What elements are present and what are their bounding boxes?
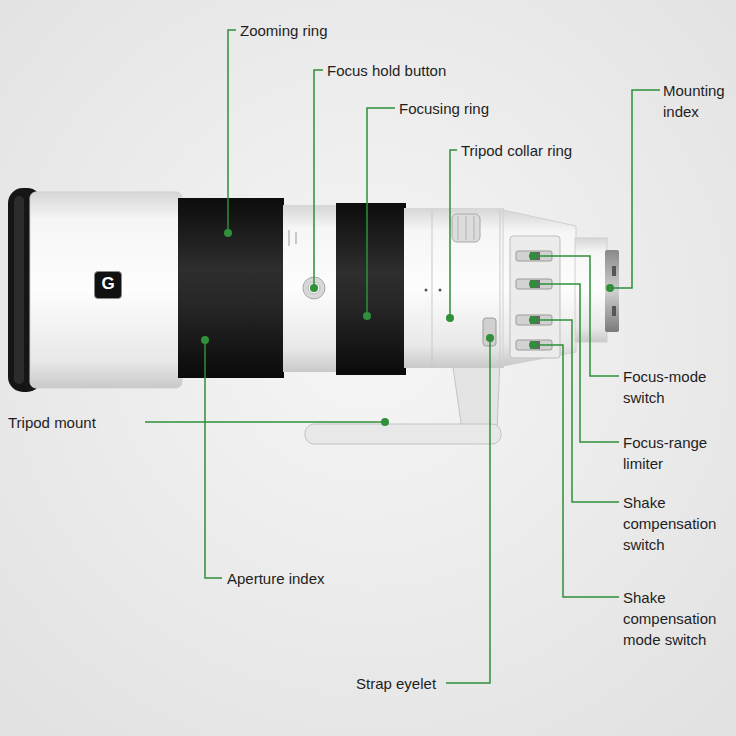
leader-line — [367, 108, 395, 316]
tripod-foot-column — [452, 360, 500, 430]
part-label: Shake compensation switch — [623, 492, 733, 555]
part-label: Tripod collar ring — [461, 140, 611, 161]
part-label: Focus-range limiter — [623, 432, 733, 474]
leader-line — [205, 340, 222, 578]
leader-dot — [606, 284, 614, 292]
collar-dot — [425, 289, 428, 292]
zoom-ring — [178, 198, 284, 378]
leader-dot — [446, 314, 454, 322]
brand-badge: G — [94, 271, 122, 299]
leader-dot — [201, 336, 209, 344]
leader-line — [446, 338, 490, 683]
part-label: Aperture index — [227, 568, 357, 589]
leader-line — [533, 320, 619, 502]
knob-ridge — [466, 216, 467, 240]
strap-eyelet — [483, 318, 496, 346]
leader-dot — [310, 284, 318, 292]
leader-line — [145, 421, 385, 423]
scale-mark — [289, 230, 290, 246]
part-label: Shake compensation mode switch — [623, 587, 733, 650]
leader-dot — [381, 418, 389, 426]
lens-mount — [605, 250, 619, 332]
leader-dot — [224, 229, 232, 237]
part-label: Focus hold button — [327, 60, 477, 81]
switch-barrel — [503, 210, 576, 366]
collar-edge — [432, 210, 433, 366]
leader-dot — [363, 312, 371, 320]
collar-dot — [439, 289, 442, 292]
leader-line — [450, 150, 457, 318]
leader-line — [228, 30, 236, 233]
leader-dot — [486, 334, 494, 342]
leader-line — [314, 70, 323, 288]
part-label: Zooming ring — [240, 20, 360, 41]
part-label: Tripod mount — [8, 412, 138, 433]
leader-line — [533, 256, 619, 376]
front-barrel — [30, 192, 182, 388]
mount-notch — [612, 266, 616, 276]
mount-notch — [612, 306, 616, 316]
mid-barrel — [283, 205, 337, 372]
leader-dot — [529, 316, 537, 324]
leader-line — [533, 345, 619, 597]
tripod-foot-plate — [305, 424, 501, 444]
leader-line — [533, 284, 619, 442]
part-label: Focusing ring — [399, 98, 519, 119]
scale-mark — [296, 232, 297, 244]
collar-edge — [500, 210, 501, 366]
leader-dot — [529, 252, 537, 260]
part-label: Focus-mode switch — [623, 366, 733, 408]
leader-line — [610, 90, 660, 288]
part-label: Mounting index — [663, 80, 733, 122]
collar-knob — [452, 214, 480, 242]
collar-barrel — [404, 208, 504, 368]
switch-panel — [510, 236, 560, 358]
knob-ridge — [474, 216, 475, 240]
leader-dot — [529, 341, 537, 349]
leader-dot — [529, 280, 537, 288]
focus-ring — [336, 203, 406, 375]
part-label: Strap eyelet — [356, 673, 444, 694]
hood-rim-highlight — [14, 196, 24, 384]
knob-ridge — [458, 216, 459, 240]
